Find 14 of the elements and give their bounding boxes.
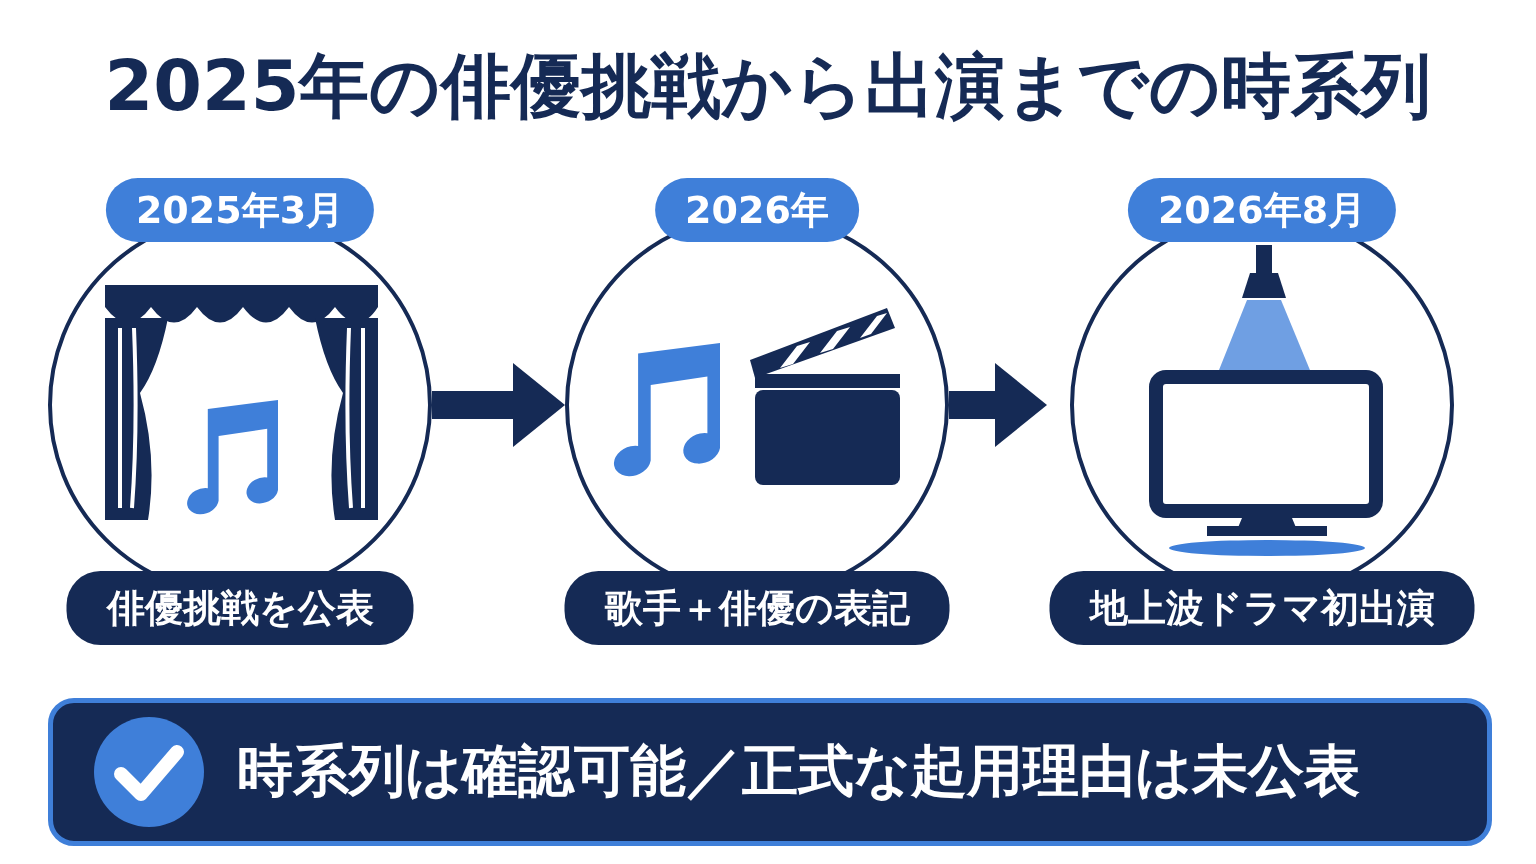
date-label: 2026年 — [655, 178, 859, 242]
event-label: 歌手＋俳優の表記 — [564, 571, 950, 645]
summary-banner — [48, 698, 1492, 846]
date-label: 2025年3月 — [105, 178, 375, 242]
timeline-circle — [1047, 178, 1477, 645]
arrow — [949, 363, 1047, 447]
summary-text: 時系列は確認可能／正式な起用理由は未公表 — [237, 737, 1360, 805]
event-label: 俳優挑戦を公表 — [66, 571, 414, 645]
title: 2025年の俳優挑戦から出演までの時系列 — [103, 44, 1433, 129]
event-label: 地上波ドラマ初出演 — [1049, 571, 1475, 645]
timeline-circle — [48, 178, 432, 645]
date-label: 2026年8月 — [1127, 178, 1397, 242]
arrow — [432, 363, 565, 447]
timeline-circle — [565, 178, 949, 645]
